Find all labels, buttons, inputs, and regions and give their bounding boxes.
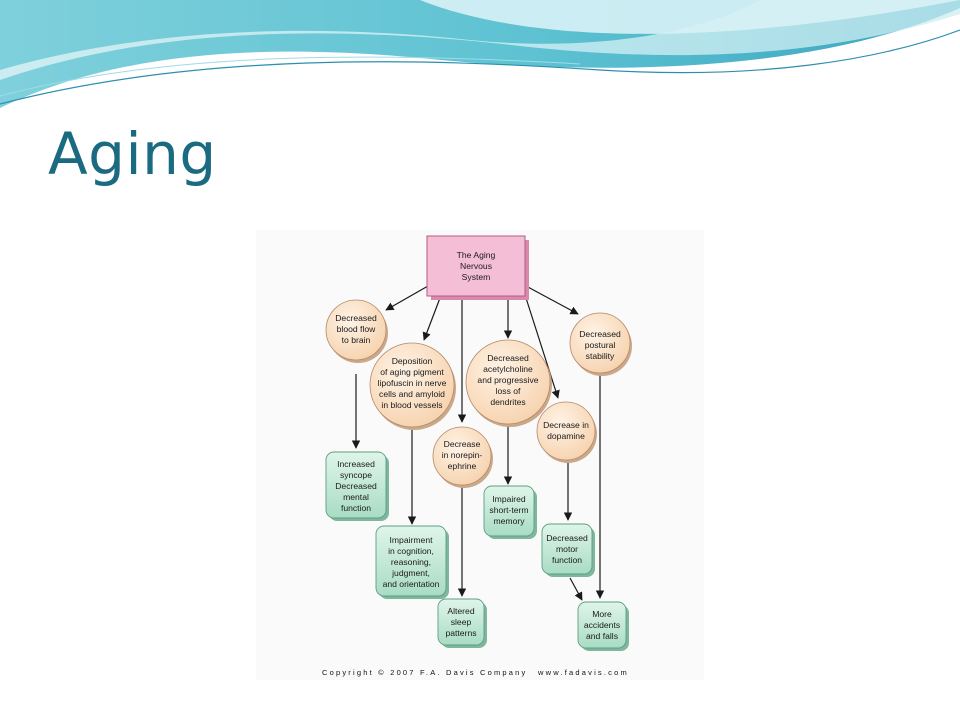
pigment-line-3: lipofuscin in nerve — [378, 378, 447, 388]
effect-node-memory: Impaired short-term memory — [483, 485, 537, 539]
cognition-line-3: reasoning, — [391, 557, 431, 567]
acetylcholine-line-4: loss of — [496, 386, 521, 396]
blood-flow-line-1: Decreased — [335, 313, 377, 323]
copyright-notice: Copyright © 2007 F.A. Davis Company — [322, 668, 528, 677]
accidents-line-3: and falls — [586, 631, 618, 641]
dopamine-line-2: dopamine — [547, 431, 585, 441]
root-line-3: System — [462, 272, 491, 282]
cause-node-blood-flow: Decreased blood flow to brain — [325, 299, 388, 363]
acetylcholine-line-2: acetylcholine — [483, 364, 533, 374]
accidents-line-1: More — [592, 609, 612, 619]
sleep-line-2: sleep — [451, 617, 472, 627]
blood-flow-line-2: blood flow — [337, 324, 376, 334]
cause-node-acetylcholine: Decreased acetylcholine and progressive … — [465, 339, 552, 427]
memory-line-1: Impaired — [492, 494, 526, 504]
effect-node-sleep: Altered sleep patterns — [437, 598, 487, 648]
memory-line-2: short-term — [489, 505, 528, 515]
cause-node-postural-stability: Decreased postural stability — [569, 312, 632, 376]
syncope-line-4: mental — [343, 492, 369, 502]
motor-line-1: Decreased — [546, 533, 588, 543]
pigment-line-5: in blood vessels — [381, 400, 442, 410]
cognition-line-1: Impairment — [390, 535, 434, 545]
pigment-line-1: Deposition — [392, 356, 433, 366]
norepinephrine-line-3: ephrine — [448, 461, 477, 471]
slide-title: Aging — [48, 120, 217, 188]
acetylcholine-line-1: Decreased — [487, 353, 529, 363]
aging-nervous-system-diagram: The Aging Nervous System Decreased blood… — [256, 230, 704, 680]
effect-node-motor: Decreased motor function — [541, 523, 595, 577]
effect-node-accidents: More accidents and falls — [577, 601, 629, 651]
acetylcholine-line-5: dendrites — [490, 397, 525, 407]
syncope-line-5: function — [341, 503, 371, 513]
motor-line-3: function — [552, 555, 582, 565]
sleep-line-3: patterns — [445, 628, 476, 638]
connector-arrows — [351, 285, 605, 601]
memory-line-3: memory — [493, 516, 525, 526]
cause-node-norepinephrine: Decrease in norepin- ephrine — [432, 426, 493, 488]
cause-node-pigment-deposition: Deposition of aging pigment lipofuscin i… — [369, 342, 456, 430]
syncope-line-3: Decreased — [335, 481, 377, 491]
syncope-line-2: syncope — [340, 470, 372, 480]
pigment-line-2: of aging pigment — [380, 367, 444, 377]
postural-line-3: stability — [586, 351, 615, 361]
sleep-line-1: Altered — [447, 606, 474, 616]
effect-node-cognition: Impairment in cognition, reasoning, judg… — [375, 525, 449, 599]
acetylcholine-line-3: and progressive — [477, 375, 538, 385]
postural-line-2: postural — [585, 340, 616, 350]
blood-flow-line-3: to brain — [342, 335, 371, 345]
effect-node-syncope: Increased syncope Decreased mental funct… — [325, 451, 389, 521]
root-node-aging-nervous-system: The Aging Nervous System — [426, 235, 529, 300]
cognition-line-2: in cognition, — [388, 546, 434, 556]
root-line-1: The Aging — [457, 250, 496, 260]
norepinephrine-line-2: in norepin- — [442, 450, 483, 460]
publisher-website: www.fadavis.com — [538, 668, 629, 677]
cognition-line-5: and orientation — [383, 579, 440, 589]
root-line-2: Nervous — [460, 261, 492, 271]
norepinephrine-line-1: Decrease — [444, 439, 481, 449]
motor-line-2: motor — [556, 544, 578, 554]
cause-node-dopamine: Decrease in dopamine — [536, 401, 597, 463]
postural-line-1: Decreased — [579, 329, 621, 339]
header-swoosh-decoration — [0, 0, 960, 108]
cognition-line-4: judgment, — [391, 568, 430, 578]
pigment-line-4: cells and amyloid — [379, 389, 445, 399]
syncope-line-1: Increased — [337, 459, 375, 469]
dopamine-line-1: Decrease in — [543, 420, 589, 430]
accidents-line-2: accidents — [584, 620, 620, 630]
